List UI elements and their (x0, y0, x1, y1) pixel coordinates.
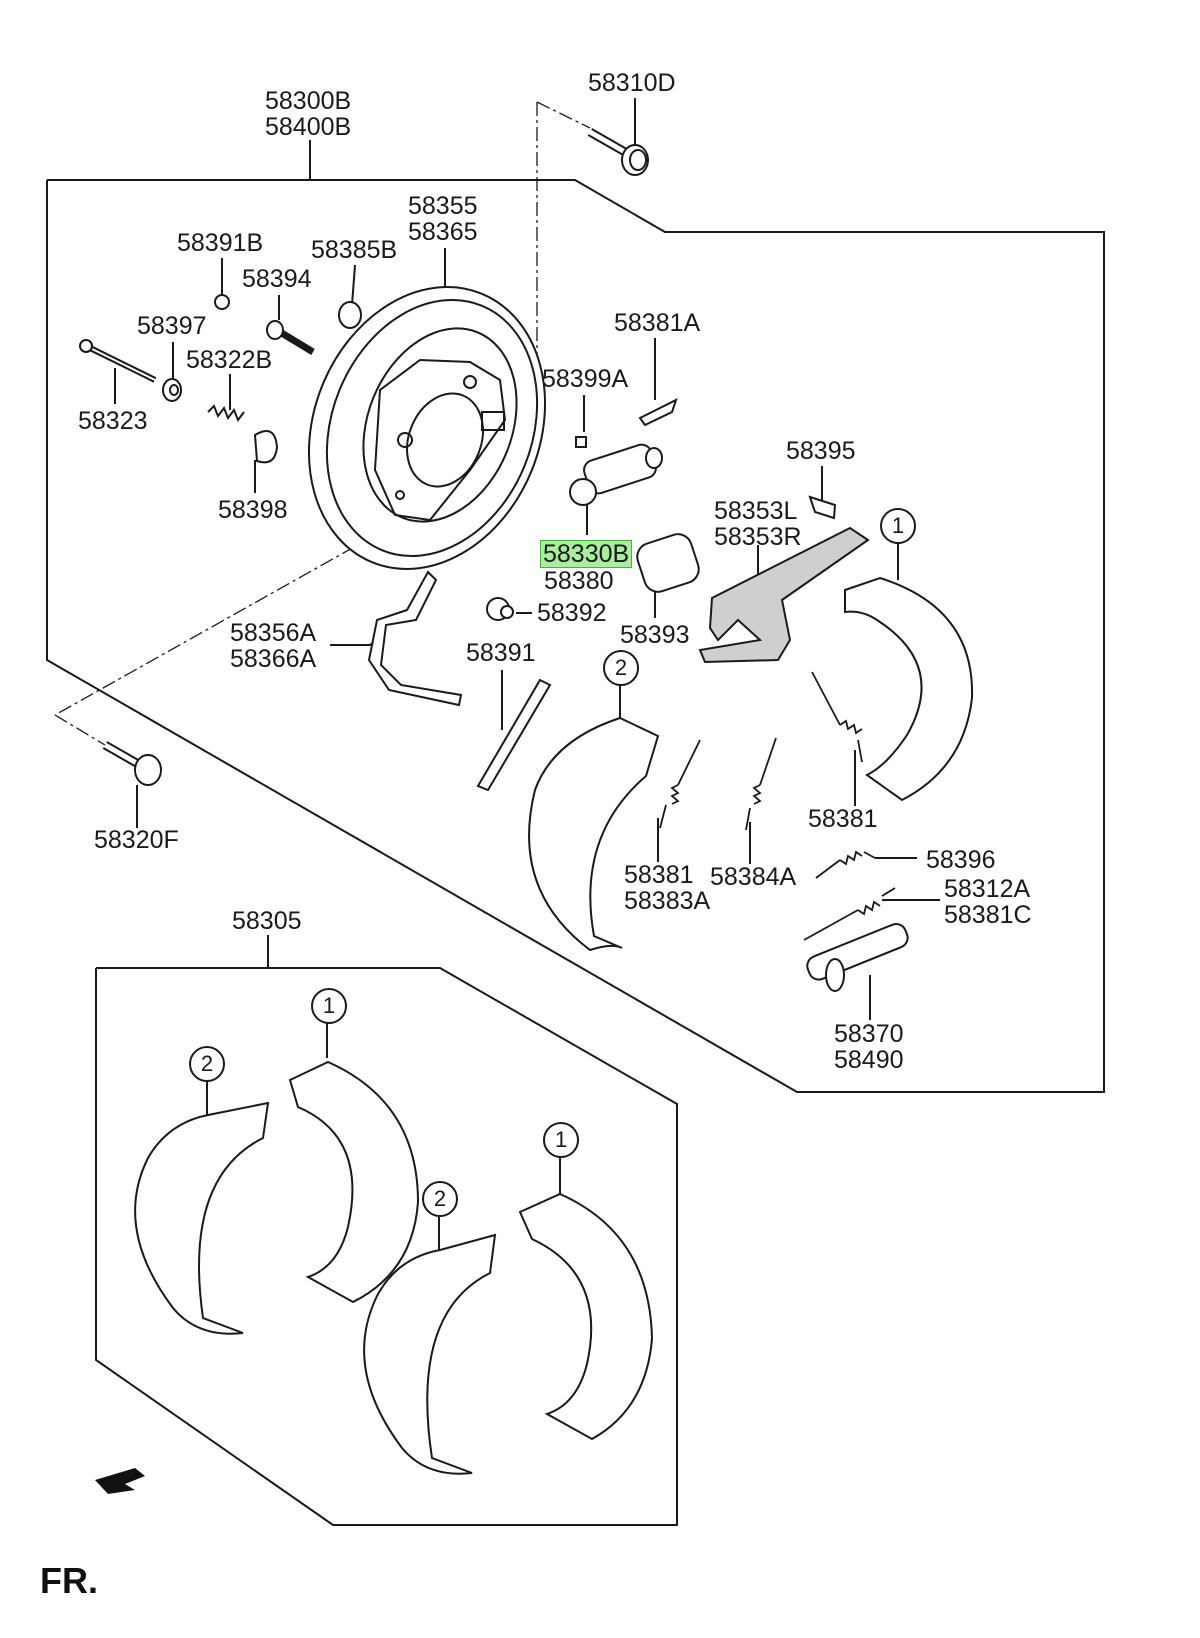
label-58396[interactable]: 58396 (926, 846, 996, 874)
front-arrow-icon (95, 1468, 145, 1494)
parking-lever-drawing (698, 526, 870, 664)
backing-plate-drawing (307, 286, 547, 570)
shoe-2-kit-a-drawing (134, 1101, 270, 1335)
assembly-boundary (46, 179, 1105, 1093)
shoe-1-main-drawing (844, 576, 974, 802)
label-58393[interactable]: 58393 (620, 621, 690, 649)
ref-circle-1-kit-a: 1 (311, 988, 347, 1024)
label-58397[interactable]: 58397 (137, 312, 207, 340)
shoe-2-kit-b-drawing (363, 1233, 497, 1475)
ref-circle-1: 1 (880, 508, 916, 544)
label-58398[interactable]: 58398 (218, 496, 288, 524)
label-58384a[interactable]: 58384A (710, 863, 797, 891)
label-58395[interactable]: 58395 (786, 437, 856, 465)
label-58394[interactable]: 58394 (242, 265, 312, 293)
label-58381a[interactable]: 58381A (614, 309, 701, 337)
ref-circle-2: 2 (603, 650, 639, 686)
label-58310d[interactable]: 58310D (588, 69, 676, 97)
wheel-cylinder-drawing (569, 443, 663, 506)
bolt-58310d-drawing (587, 128, 649, 176)
shoe-1-kit-b-drawing (518, 1192, 654, 1441)
label-58380[interactable]: 58380 (544, 567, 614, 595)
ref-circle-1-kit-b: 1 (543, 1122, 579, 1158)
shoe-2-main-drawing (528, 716, 660, 952)
shoe-1-kit-a-drawing (288, 1060, 420, 1304)
label-58391[interactable]: 58391 (466, 639, 536, 667)
label-58391b[interactable]: 58391B (177, 229, 264, 257)
adjuster-drawing (806, 923, 909, 992)
label-58320f[interactable]: 58320F (94, 826, 179, 854)
front-direction-label: FR. (40, 1560, 98, 1601)
ref-circle-2-kit-b: 2 (422, 1181, 458, 1217)
label-58392[interactable]: 58392 (537, 599, 607, 627)
label-58323[interactable]: 58323 (78, 407, 148, 435)
label-58381-right[interactable]: 58381 (808, 805, 878, 833)
label-58385b[interactable]: 58385B (311, 236, 398, 264)
shoe-kit-boundary (95, 967, 678, 1526)
ref-circle-2-kit-a: 2 (189, 1046, 225, 1082)
label-58399a[interactable]: 58399A (542, 365, 629, 393)
label-58322b[interactable]: 58322B (186, 346, 273, 374)
label-58330b-highlighted[interactable]: 58330B (540, 540, 633, 568)
label-58305[interactable]: 58305 (232, 907, 302, 935)
